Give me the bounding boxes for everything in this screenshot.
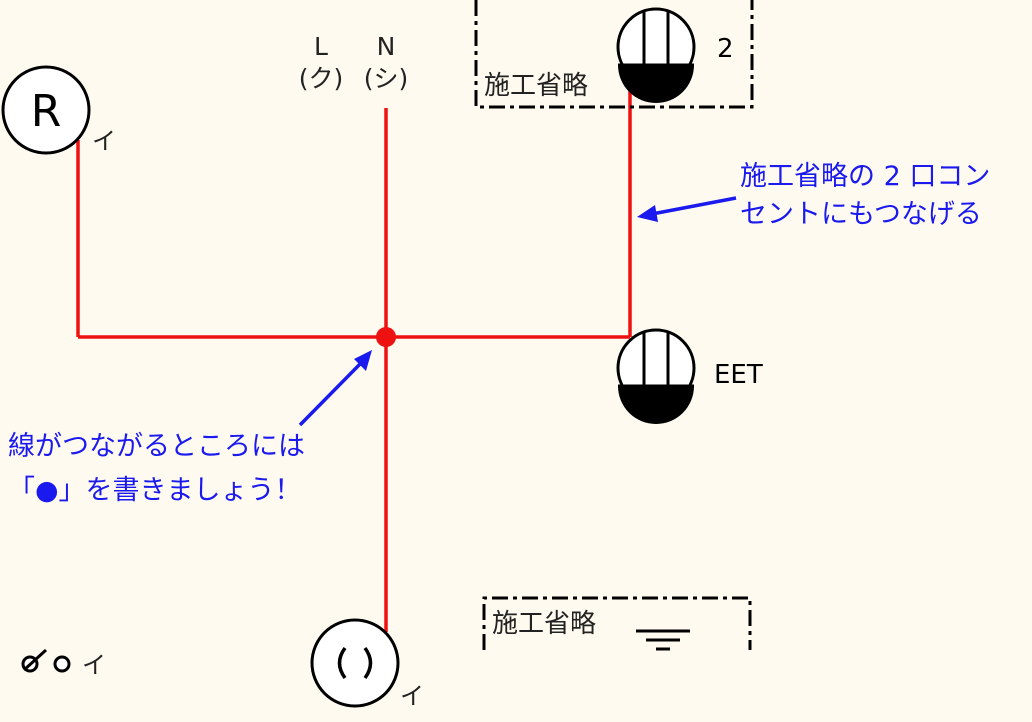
line-n-color-label: (シ) — [364, 64, 409, 93]
omitted-box-top — [474, 0, 754, 109]
line-l-color-label: (ク) — [299, 64, 344, 93]
junction-dot — [376, 327, 396, 347]
outlet-note-arrow — [637, 196, 737, 222]
omitted-label-top: 施工省略 — [484, 71, 588, 101]
outlet-note-line2: セントにもつなげる — [740, 199, 982, 230]
ceiling-light-tag: イ — [400, 682, 424, 710]
outlet-2-gang-symbol — [616, 7, 696, 103]
outlet-note-line1: 施工省略の 2 口コン — [740, 161, 990, 192]
outlet-count-label: 2 — [717, 34, 734, 64]
switch-symbol — [21, 648, 71, 673]
outlet-eet-symbol — [616, 328, 696, 424]
r-lamp-symbol: R — [1, 65, 91, 155]
omitted-box-bottom — [482, 596, 752, 650]
junction-note-arrow — [298, 350, 372, 427]
r-lamp-letter: R — [31, 86, 62, 137]
junction-note-line2: 「●」を書きましょう！ — [8, 475, 302, 506]
switch-tag: イ — [82, 651, 106, 679]
ground-icon — [636, 629, 690, 651]
junction-note-line1: 線がつながるところには — [8, 431, 305, 462]
outlet-eet-label: EET — [714, 360, 763, 390]
r-lamp-switch-tag: イ — [92, 127, 116, 155]
wires — [76, 78, 632, 632]
omitted-label-bottom: 施工省略 — [492, 609, 596, 639]
ceiling-light-symbol — [310, 618, 400, 708]
line-l-label: L — [314, 32, 328, 61]
line-n-label: N — [377, 32, 396, 61]
